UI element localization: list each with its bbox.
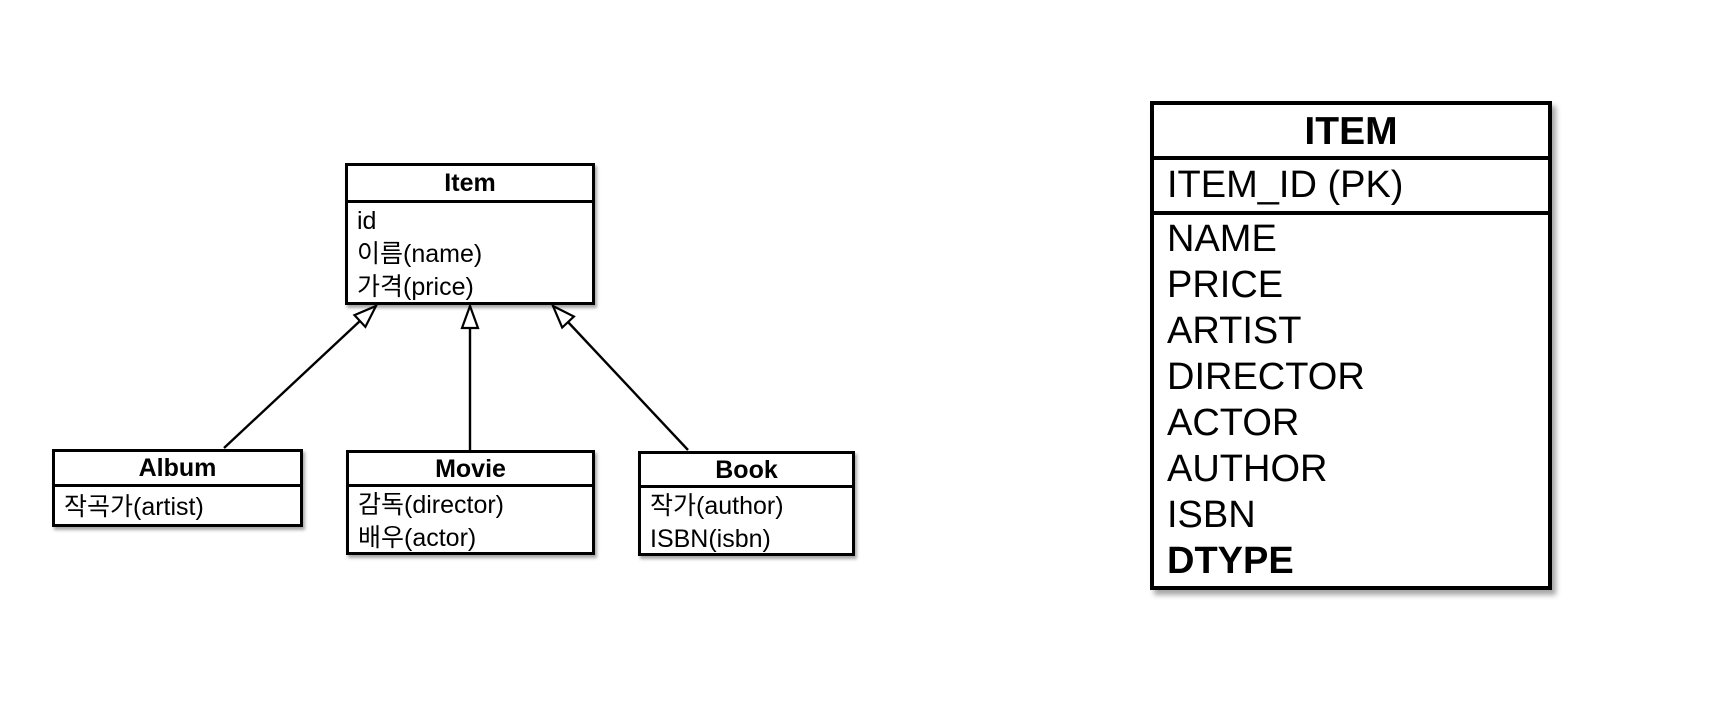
attribute-movie-actor: 배우(actor) <box>358 524 477 552</box>
class-attributes-book: 작가(author) ISBN(isbn) <box>641 488 852 556</box>
class-attributes-item: id 이름(name) 가격(price) <box>348 203 592 304</box>
class-title-movie: Movie <box>349 453 592 487</box>
table-columns: NAME PRICE ARTIST DIRECTOR ACTOR AUTHOR … <box>1154 215 1548 584</box>
table-column-isbn: ISBN <box>1167 494 1256 536</box>
table-pk-column: ITEM_ID (PK) <box>1154 160 1548 215</box>
table-column-dtype: DTYPE <box>1167 540 1294 582</box>
table-title: ITEM <box>1154 105 1548 160</box>
table-column-name: NAME <box>1167 218 1277 260</box>
class-title-book: Book <box>641 454 852 488</box>
attribute-book-author: 작가(author) <box>650 492 784 520</box>
attribute-movie-director: 감독(director) <box>358 491 505 519</box>
table-item: ITEM ITEM_ID (PK) NAME PRICE ARTIST DIRE… <box>1150 101 1552 590</box>
class-attributes-movie: 감독(director) 배우(actor) <box>349 487 592 555</box>
attribute-album-artist: 작곡가(artist) <box>64 493 204 521</box>
class-title-album: Album <box>55 452 300 487</box>
table-column-author: AUTHOR <box>1167 448 1328 490</box>
attribute-item-name: 이름(name) <box>357 240 483 268</box>
class-box-movie: Movie 감독(director) 배우(actor) <box>346 450 595 555</box>
table-column-price: PRICE <box>1167 264 1284 306</box>
class-attributes-album: 작곡가(artist) <box>55 487 300 525</box>
class-box-album: Album 작곡가(artist) <box>52 449 303 527</box>
class-title-item: Item <box>348 166 592 203</box>
attribute-book-isbn: ISBN(isbn) <box>650 525 771 553</box>
attribute-item-price: 가격(price) <box>357 273 474 301</box>
inheritance-arrow-album-to-item <box>223 303 379 449</box>
inheritance-arrow-book-to-item <box>550 303 689 451</box>
table-column-director: DIRECTOR <box>1167 356 1365 398</box>
table-column-actor: ACTOR <box>1167 402 1300 444</box>
attribute-item-id: id <box>357 207 377 235</box>
table-column-artist: ARTIST <box>1167 310 1302 352</box>
class-box-item: Item id 이름(name) 가격(price) <box>345 163 595 305</box>
class-box-book: Book 작가(author) ISBN(isbn) <box>638 451 855 556</box>
